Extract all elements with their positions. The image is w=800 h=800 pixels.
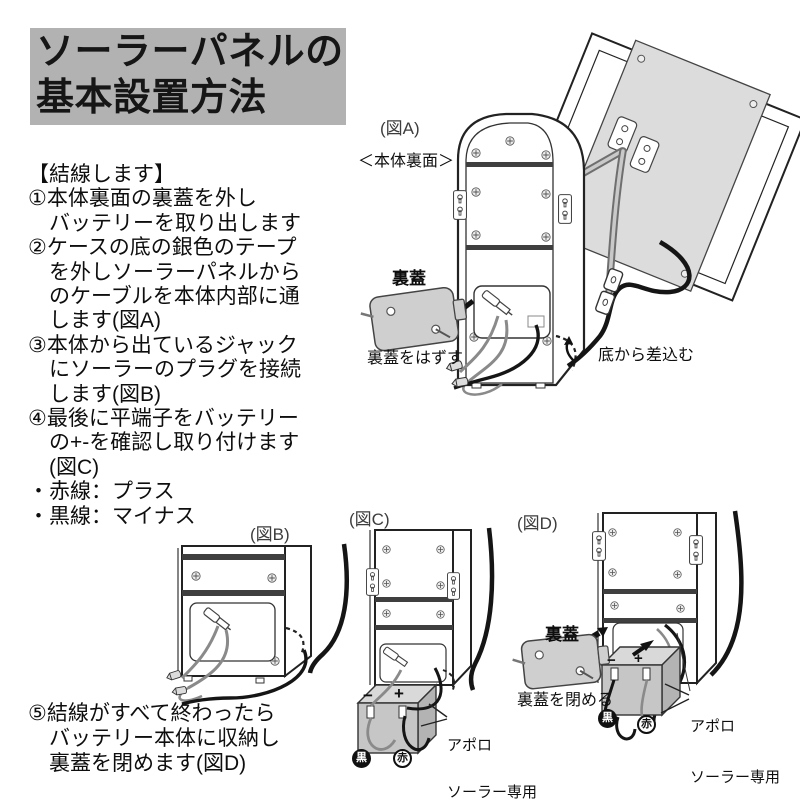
label-leader-line bbox=[660, 632, 691, 714]
unit-bottom-back bbox=[366, 529, 472, 693]
insert-arrow-icon bbox=[631, 640, 654, 657]
instruction-line: を外しソーラーパネルから bbox=[28, 260, 301, 284]
main-unit-back bbox=[444, 112, 586, 396]
back-cover bbox=[512, 633, 610, 690]
spade-terminal bbox=[171, 685, 188, 697]
figure-a-drawing bbox=[360, 32, 800, 396]
cable-route-dashed bbox=[442, 669, 456, 693]
unit-bottom-back bbox=[592, 512, 717, 686]
battery-terminal bbox=[398, 705, 407, 719]
back-cover bbox=[360, 286, 468, 352]
battery-name-label: アポロ ソーラー専用 バッテリー bbox=[690, 718, 781, 786]
figure-b-drawing bbox=[165, 543, 350, 706]
label-leader-line bbox=[420, 703, 448, 727]
instruction-line: ④最後に平端子をバッテリー bbox=[28, 407, 299, 431]
red-wire-badge: 赤 bbox=[637, 715, 656, 734]
battery-wires bbox=[366, 667, 443, 751]
step5-line: 裏蓋を閉めます(図D) bbox=[28, 751, 247, 775]
battery-minus-mark: − bbox=[363, 686, 373, 705]
battery-terminal bbox=[642, 667, 651, 681]
instruction-line: にソーラーのプラグを接続 bbox=[28, 358, 301, 382]
battery-plus-mark: + bbox=[394, 684, 404, 703]
figure-d-label: (図D) bbox=[517, 514, 558, 533]
cable-route-dashed bbox=[285, 626, 305, 656]
strut-bracket bbox=[595, 268, 624, 315]
solar-cable bbox=[709, 510, 744, 677]
step5-block: ⑤結線がすべて終わったら バッテリー本体に収納し 裏蓋を閉めます(図D) bbox=[28, 702, 368, 776]
unit-back-label: ＜本体裏面＞ bbox=[358, 153, 455, 170]
figure-b-label: (図B) bbox=[250, 525, 290, 544]
instruction-line: ・赤線：プラス bbox=[28, 480, 175, 504]
figure-c-drawing bbox=[356, 527, 495, 755]
solar-panel bbox=[517, 32, 800, 302]
instruction-line: ③本体から出ているジャック bbox=[28, 333, 298, 357]
instructions-heading: 【結線します】 bbox=[28, 163, 175, 186]
instruction-line: のケーブルを本体内部に通 bbox=[28, 285, 300, 309]
red-wire-badge: 赤 bbox=[393, 749, 412, 768]
instruction-line: します(図A) bbox=[28, 309, 161, 333]
spade-terminal bbox=[165, 669, 182, 682]
battery bbox=[356, 683, 438, 755]
battery-compartment-opening bbox=[189, 602, 276, 662]
black-wire-badge: 黒 bbox=[598, 709, 617, 728]
battery-terminal bbox=[366, 705, 375, 719]
figure-a-label: (図A) bbox=[380, 119, 420, 138]
battery-name-label: アポロ ソーラー専用 バッテリー bbox=[447, 737, 538, 800]
title-line-1: ソーラーパネルの bbox=[36, 31, 344, 73]
unit-bottom-back bbox=[165, 545, 312, 706]
step5-line: ⑤結線がすべて終わったら bbox=[28, 702, 276, 725]
back-cover-label: 裏蓋 bbox=[392, 269, 426, 288]
hinge-plates bbox=[607, 116, 660, 173]
battery-terminal bbox=[610, 667, 619, 681]
cable-route-dashed bbox=[555, 334, 577, 371]
instruction-line: ①本体裏面の裏蓋を外し bbox=[28, 187, 257, 211]
instruction-line: バッテリーを取り出します bbox=[28, 211, 301, 235]
page-title: ソーラーパネルの 基本設置方法 bbox=[30, 28, 346, 125]
back-cover-label: 裏蓋 bbox=[545, 625, 579, 644]
step5-line: バッテリー本体に収納し bbox=[28, 726, 280, 750]
instruction-line: します(図B) bbox=[28, 382, 161, 406]
black-wire-badge: 黒 bbox=[352, 749, 371, 768]
solar-cable bbox=[468, 527, 495, 691]
battery bbox=[600, 645, 682, 717]
dc-jack bbox=[382, 646, 409, 668]
title-line-2: 基本設置方法 bbox=[36, 77, 268, 119]
instructions-block: 【結線します】 ①本体裏面の裏蓋を外し バッテリーを取り出します ②ケースの底の… bbox=[28, 163, 368, 529]
battery-minus-mark: − bbox=[607, 652, 616, 669]
instruction-line: ・黒線：マイナス bbox=[28, 504, 196, 528]
remove-cover-label: 裏蓋をはずす bbox=[367, 350, 464, 367]
close-cover-label: 裏蓋を閉める bbox=[517, 692, 614, 709]
figure-c-label: (図C) bbox=[349, 510, 390, 529]
solar-cable bbox=[307, 543, 350, 674]
instruction-line: の+-を確認し取り付けます bbox=[28, 431, 300, 455]
solar-cable bbox=[564, 240, 692, 368]
instruction-line: (図C) bbox=[28, 455, 100, 479]
dc-jack bbox=[203, 607, 232, 631]
battery-plus-mark: + bbox=[634, 650, 643, 667]
instruction-line: ②ケースの底の銀色のテープ bbox=[28, 236, 297, 260]
insert-bottom-label: 底から差込む bbox=[598, 347, 695, 364]
dc-jack bbox=[481, 290, 513, 316]
